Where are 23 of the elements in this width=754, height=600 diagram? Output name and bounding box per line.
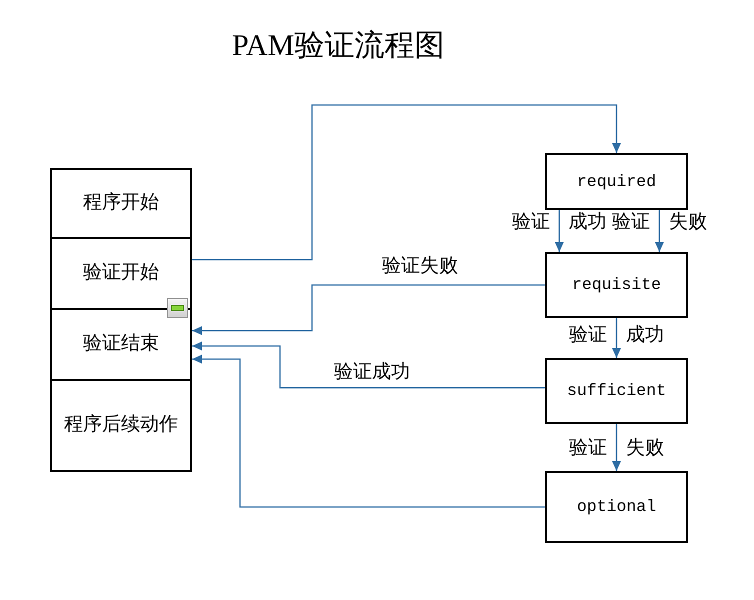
process-box: requisite — [545, 252, 688, 318]
edge-label: 验证 失败 — [569, 438, 664, 460]
arrow — [192, 354, 545, 508]
process-box: 程序开始 — [50, 168, 192, 239]
edge-label: 验证失败 — [382, 256, 458, 278]
edge-label: 验证 成功 — [512, 212, 607, 234]
title: PAM验证流程图 — [232, 28, 444, 64]
process-box: required — [545, 153, 688, 210]
arrow — [192, 104, 621, 260]
arrow — [612, 318, 621, 358]
edge-label: 验证成功 — [334, 362, 410, 384]
process-box: 程序后续动作 — [50, 379, 192, 472]
process-box: 验证结束 — [50, 308, 192, 381]
edge-label: 验证 失败 — [612, 212, 707, 234]
arrow — [554, 210, 564, 252]
arrow — [192, 284, 545, 336]
process-box: optional — [545, 471, 688, 543]
arrow — [654, 210, 664, 252]
arrow — [612, 424, 621, 471]
process-box: sufficient — [545, 358, 688, 424]
edge-label: 验证 成功 — [569, 326, 664, 346]
process-box: 验证开始 — [50, 237, 192, 310]
arrow — [192, 342, 545, 388]
